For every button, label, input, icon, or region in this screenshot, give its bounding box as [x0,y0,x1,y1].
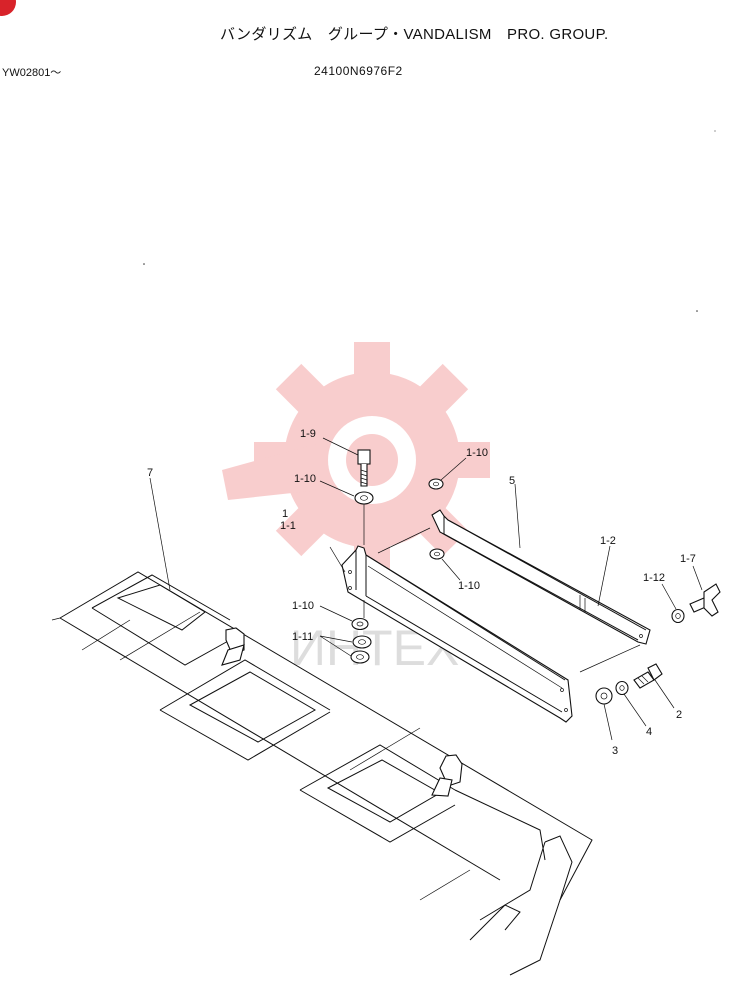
callout-1-12: 1-12 [643,572,665,584]
watermark-gear-logo [222,342,490,578]
callout-1-10-right-top: 1-10 [466,447,488,459]
nut-part-1-11 [319,635,372,664]
washer-part-1-10-right-mid [429,548,461,581]
speck [143,263,145,265]
part-number: 24100N6976F2 [314,64,403,78]
serial-range: YW02801～ [2,67,62,79]
leader-part-5 [514,483,521,549]
washer-part-3 [595,687,613,741]
bolt-part-1-9 [322,437,371,545]
callout-1-10-right-mid: 1-10 [458,580,480,592]
leader-part-1-2 [597,545,611,607]
washer-part-1-12 [661,583,685,624]
callout-1-9: 1-9 [300,428,316,440]
callout-1-7: 1-7 [680,553,696,565]
callout-1-2: 1-2 [600,535,616,547]
callout-7: 7 [147,467,153,479]
callout-3: 3 [612,745,618,757]
speck [714,130,716,132]
wing-bolt-part-1-7 [689,565,721,617]
callout-labels: 7 1-9 1-10 1-10 1 1-1 5 1-2 1-7 1-12 1-1… [147,428,696,757]
washer-part-1-10-right-top [428,457,467,490]
washer-part-4 [615,680,647,727]
callout-5: 5 [509,475,515,487]
callout-4: 4 [646,726,652,738]
bracket-part-1-1 [329,545,573,723]
page-title: バンダリズム グループ・VANDALISM PRO. GROUP. [220,26,609,43]
callout-1-10-top: 1-10 [294,473,316,485]
callout-1-10-bottom: 1-10 [292,600,314,612]
bracket-part-1-2 [377,509,651,673]
washer-part-1-10-top [319,480,374,505]
bolt-part-2 [633,663,675,709]
frame-part-7 [51,477,593,976]
callout-1-11: 1-11 [292,631,313,643]
speck [696,310,698,312]
callout-2: 2 [676,709,682,721]
callout-1: 1 [282,508,288,520]
callout-1-1: 1-1 [280,520,296,532]
washer-part-1-10-bottom [319,600,369,631]
